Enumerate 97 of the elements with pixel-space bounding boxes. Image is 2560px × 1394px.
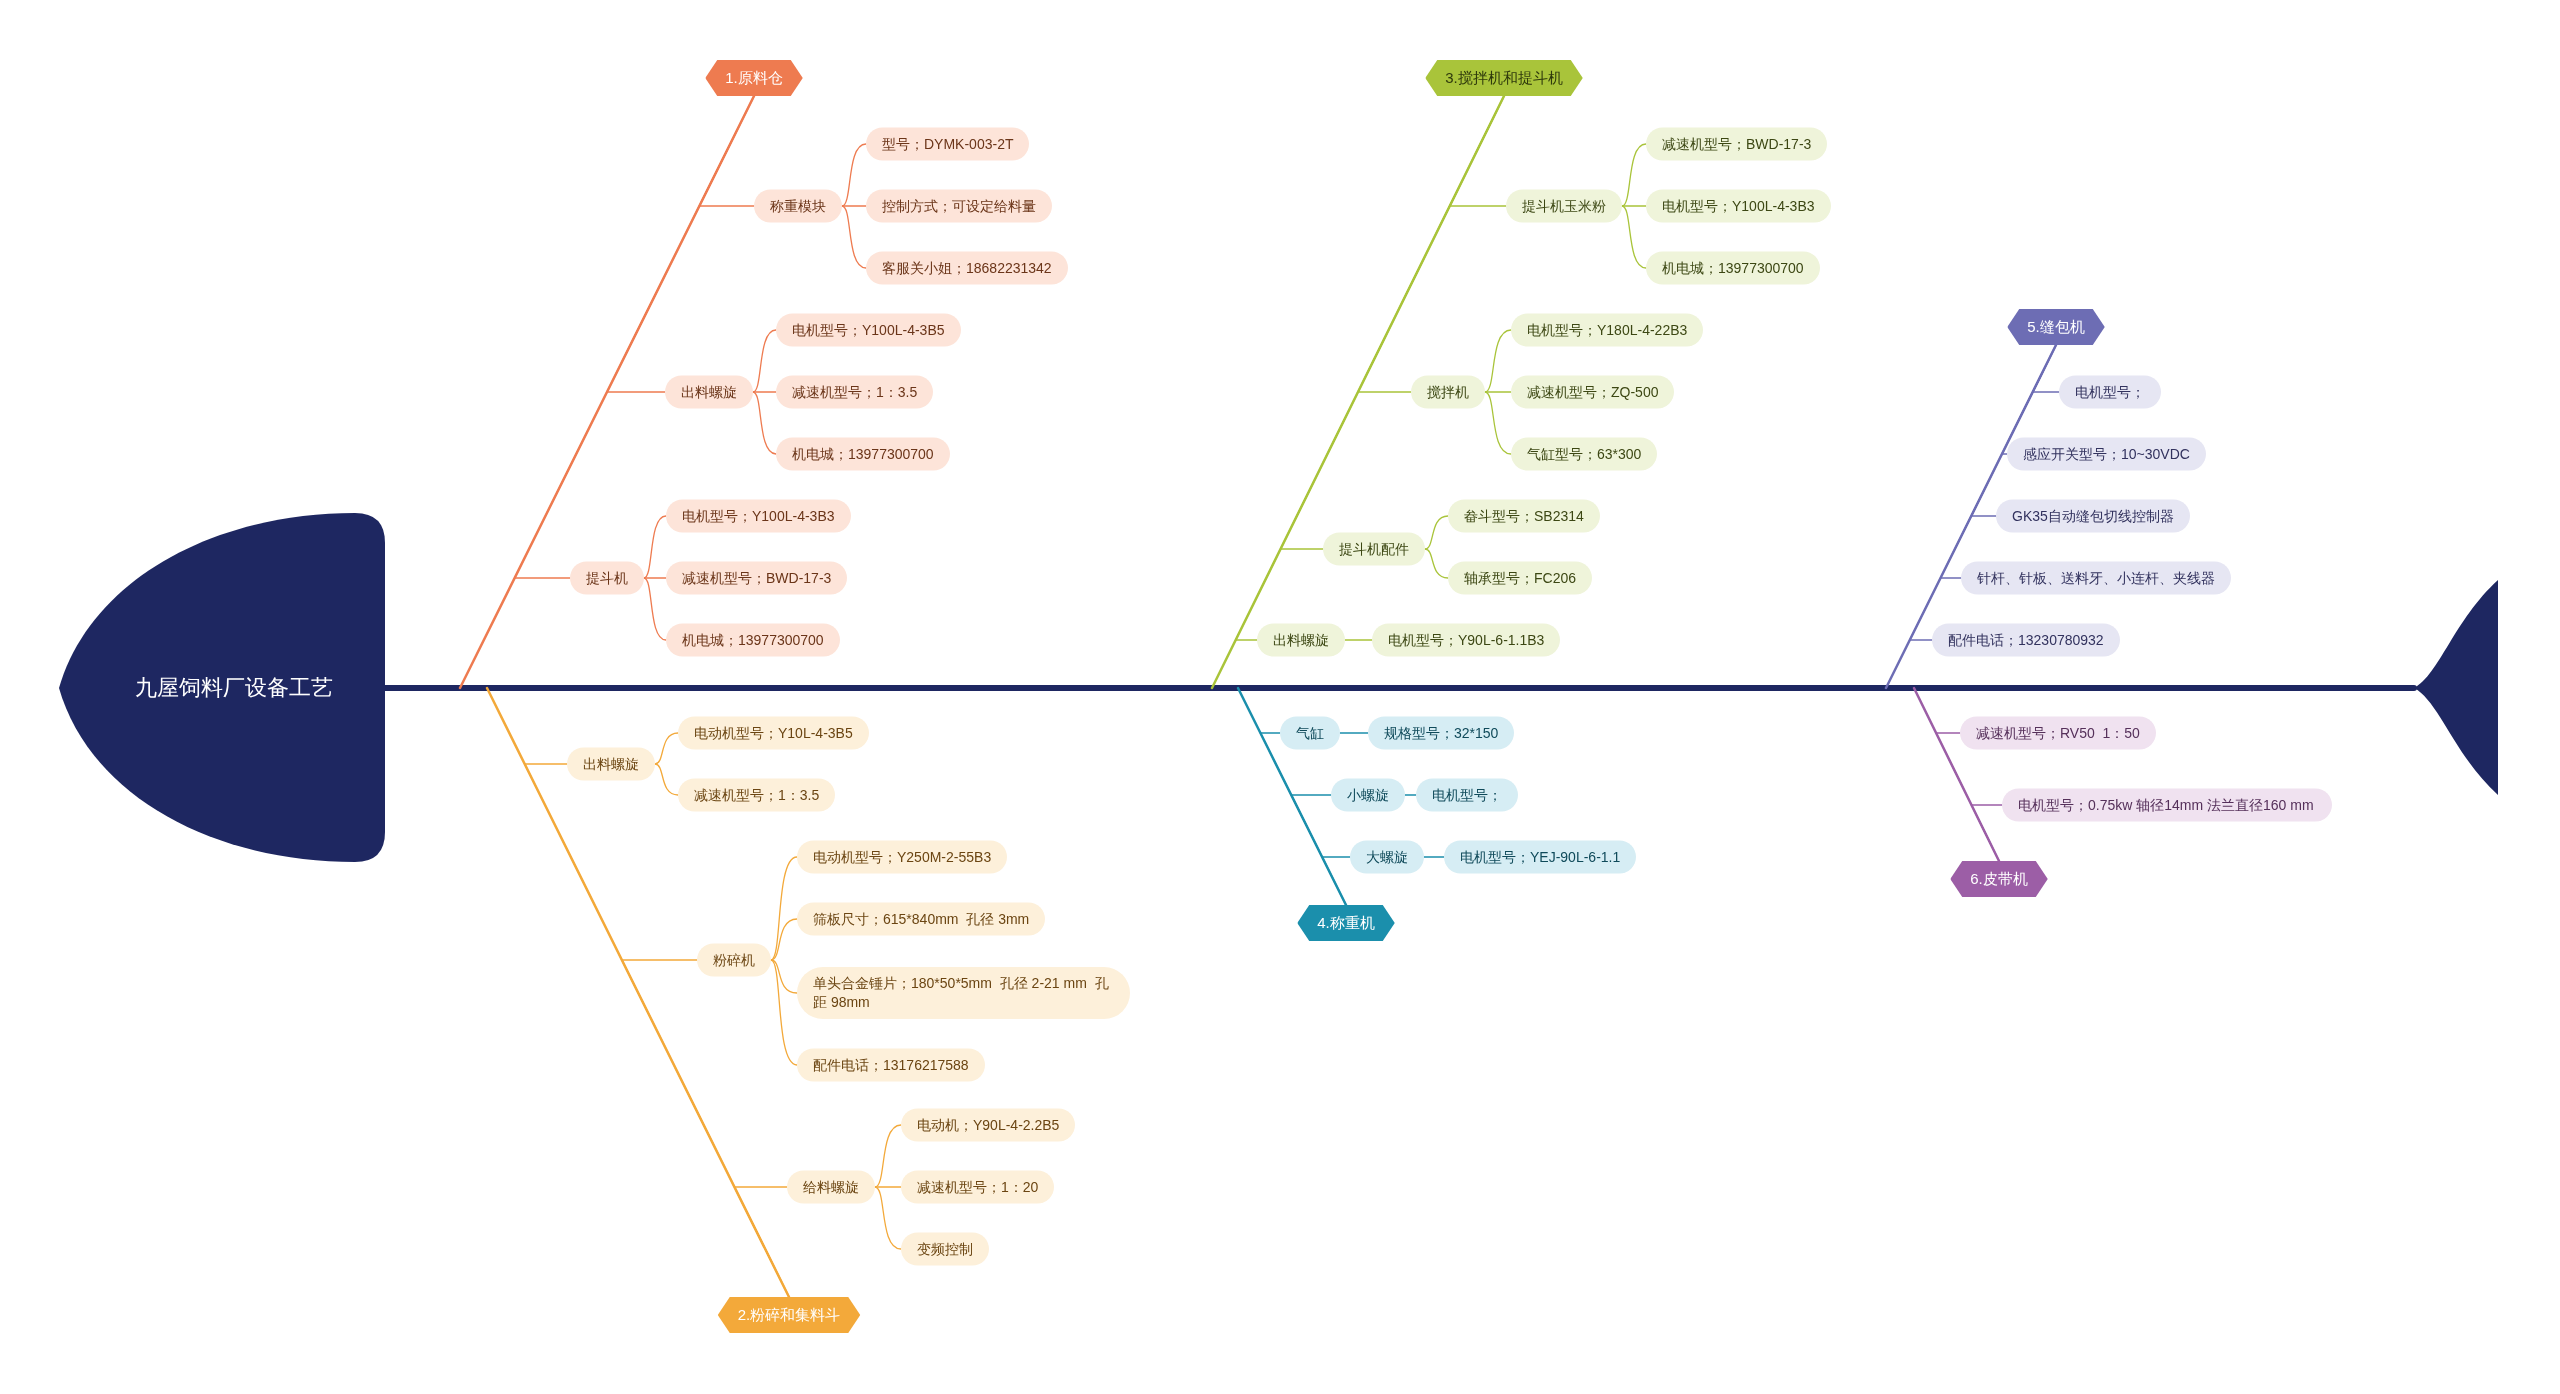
bone-line — [485, 686, 791, 1299]
detail-pill: 配件电话；13176217588 — [797, 1048, 985, 1082]
detail-pill: 电机型号；Y180L-4-22B3 — [1511, 313, 1704, 347]
branch-line — [1484, 391, 1512, 393]
detail-pill: 变频控制 — [901, 1232, 989, 1266]
branch-line — [1321, 856, 1351, 906]
detail-pill: 电机型号；Y100L-4-3B5 — [776, 313, 961, 347]
detail-pill: 配件电话；13230780932 — [1932, 623, 2120, 657]
branch-line — [1621, 205, 1647, 207]
branch-line — [654, 732, 679, 765]
branch-line — [643, 515, 667, 579]
branch-line — [841, 205, 867, 269]
category-label: 6.皮带机 — [1950, 861, 2048, 897]
detail-pill: 电动机型号；Y10L-4-3B5 — [678, 716, 869, 750]
detail-pill: 减速机型号；1：3.5 — [678, 778, 836, 812]
branch-line — [733, 1186, 790, 1298]
category-label: 1.原料仓 — [705, 60, 803, 96]
branch-line — [874, 1124, 902, 1188]
branch-line — [1621, 205, 1647, 269]
detail-pill: GK35自动缝包切线控制器 — [1996, 499, 2190, 533]
detail-pill: 型号；DYMK-003-2T — [866, 127, 1030, 161]
topic-pill: 提斗机配件 — [1323, 532, 1425, 566]
bone-line — [458, 94, 756, 690]
topic-pill: 搅拌机 — [1411, 375, 1485, 409]
topic-pill: 出料螺旋 — [1257, 623, 1345, 657]
detail-pill: 单头合金锤片；180*50*5mm 孔径 2-21 mm 孔距 98mm — [797, 967, 1130, 1019]
detail-pill: 电机型号；0.75kw 轴径14mm 法兰直径160 mm — [2002, 788, 2332, 822]
category-label: 5.缝包机 — [2007, 309, 2105, 345]
topic-pill: 小螺旋 — [1331, 778, 1405, 812]
branch-line — [1484, 329, 1512, 393]
branch-line — [770, 959, 798, 994]
branch-line — [752, 391, 777, 455]
category-label: 4.称重机 — [1297, 905, 1395, 941]
branch-line — [841, 205, 867, 207]
detail-pill: 机电城；13977300700 — [1646, 251, 1820, 285]
detail-pill: 筛板尺寸；615*840mm 孔径 3mm — [797, 902, 1046, 936]
topic-pill: 提斗机 — [570, 561, 644, 595]
branch-line — [643, 577, 667, 579]
bone-line — [1236, 686, 1348, 907]
branch-line — [752, 329, 777, 393]
branch-line — [1424, 548, 1449, 579]
bone-line — [1884, 343, 2058, 690]
detail-pill: 电机型号； — [1416, 778, 1518, 812]
topic-pill: 出料螺旋 — [665, 375, 753, 409]
detail-pill: 电机型号；YEJ-90L-6-1.1 — [1444, 840, 1637, 874]
branch-line — [770, 918, 798, 961]
topic-pill: 出料螺旋 — [567, 747, 655, 781]
branch-line — [1404, 794, 1417, 796]
branch-line — [1621, 143, 1647, 207]
topic-pill: 粉碎机 — [697, 943, 771, 977]
detail-pill: 轴承型号；FC206 — [1448, 561, 1593, 595]
topic-pill: 大螺旋 — [1350, 840, 1424, 874]
detail-pill: 机电城；13977300700 — [776, 437, 950, 471]
branch-line — [752, 391, 777, 393]
category-label: 3.搅拌机和提斗机 — [1425, 60, 1583, 96]
branch-line — [1339, 732, 1369, 734]
branch-line — [841, 143, 867, 207]
topic-pill: 气缸 — [1280, 716, 1340, 750]
detail-pill: 减速机型号；RV50 1：50 — [1960, 716, 2156, 750]
branch-line — [1424, 515, 1449, 550]
detail-pill: 畚斗型号；SB2314 — [1448, 499, 1600, 533]
detail-pill: 针杆、针板、送料牙、小连杆、夹线器 — [1961, 561, 2231, 595]
detail-pill: 减速机型号；1：3.5 — [776, 375, 934, 409]
fish-tail — [2414, 580, 2498, 795]
topic-pill: 给料螺旋 — [787, 1170, 875, 1204]
detail-pill: 电机型号；Y100L-4-3B3 — [1646, 189, 1831, 223]
bone-line — [1210, 94, 1506, 690]
branch-line — [1344, 639, 1373, 641]
branch-line — [1484, 391, 1512, 455]
branch-line — [643, 577, 667, 641]
detail-pill: 减速机型号；1：20 — [901, 1170, 1055, 1204]
bone-line — [1912, 686, 2001, 863]
category-label: 2.粉碎和集料斗 — [717, 1297, 861, 1333]
detail-pill: 规格型号；32*150 — [1368, 716, 1515, 750]
detail-pill: 电动机；Y90L-4-2.2B5 — [901, 1108, 1076, 1142]
detail-pill: 客服关小姐；18682231342 — [866, 251, 1068, 285]
branch-line — [1423, 856, 1445, 858]
detail-pill: 机电城；13977300700 — [666, 623, 840, 657]
topic-pill: 称重模块 — [754, 189, 842, 223]
fish-head: 九屋饲料厂设备工艺 — [59, 513, 385, 862]
detail-pill: 电机型号；Y100L-4-3B3 — [666, 499, 851, 533]
detail-pill: 减速机型号；ZQ-500 — [1511, 375, 1675, 409]
detail-pill: 气缸型号；63*300 — [1511, 437, 1658, 471]
branch-line — [770, 856, 798, 961]
branch-line — [1970, 804, 2003, 862]
detail-pill: 控制方式；可设定给料量 — [866, 189, 1052, 223]
detail-pill: 电机型号；Y90L-6-1.1B3 — [1372, 623, 1561, 657]
detail-pill: 感应开关型号；10~30VDC — [2007, 437, 2206, 471]
detail-pill: 减速机型号；BWD-17-3 — [666, 561, 848, 595]
topic-pill: 提斗机玉米粉 — [1506, 189, 1622, 223]
branch-line — [770, 959, 798, 1066]
branch-line — [654, 763, 679, 796]
branch-line — [874, 1186, 902, 1188]
detail-pill: 电机型号； — [2059, 375, 2161, 409]
branch-line — [874, 1186, 902, 1250]
detail-pill: 减速机型号；BWD-17-3 — [1646, 127, 1828, 161]
detail-pill: 电动机型号；Y250M-2-55B3 — [797, 840, 1008, 874]
